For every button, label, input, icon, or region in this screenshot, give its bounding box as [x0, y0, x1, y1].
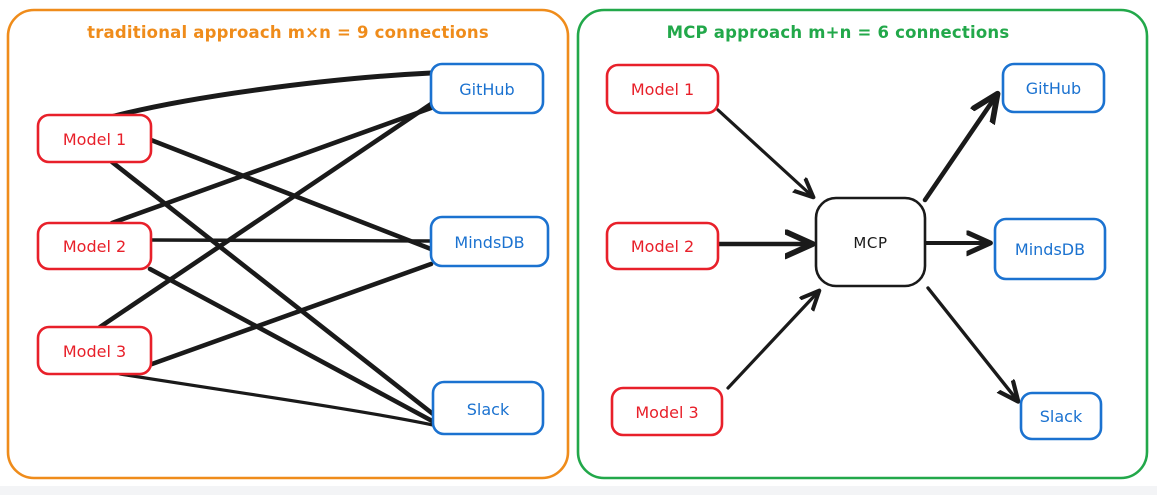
node-box — [1019, 391, 1103, 441]
node-box — [36, 221, 153, 271]
node-box — [429, 215, 550, 268]
node-r-slack[interactable]: Slack — [1019, 391, 1103, 441]
edge-mcp-slack — [926, 286, 1017, 400]
node-label: Model 2 — [63, 237, 126, 256]
node-label: MCP — [853, 234, 887, 252]
node-label: Model 3 — [635, 403, 698, 422]
panel-mcp-title: MCP approach m+n = 6 connections — [667, 23, 1010, 42]
node-label: MindsDB — [454, 233, 524, 252]
edge-model1-mindsdb — [148, 137, 434, 252]
edge-model3-slack — [118, 372, 435, 427]
edge-model2-slack — [147, 266, 437, 425]
node-l-mindsdb[interactable]: MindsDB — [429, 215, 550, 268]
node-l-model-3[interactable]: Model 3 — [36, 325, 153, 376]
node-l-model-1[interactable]: Model 1 — [36, 113, 153, 164]
edge-model1-mcp — [716, 108, 812, 196]
edge-model3-mcp — [726, 292, 818, 390]
edge-model2-mindsdb — [149, 238, 433, 243]
panel-traditional-title: traditional approach m×n = 9 connections — [87, 23, 489, 42]
edge-mcp-github — [922, 96, 996, 203]
node-box — [814, 196, 927, 288]
mcp-edges — [715, 96, 1017, 400]
edge-model1-github — [97, 70, 434, 123]
node-label: Model 1 — [631, 80, 694, 99]
node-label: GitHub — [1026, 79, 1081, 98]
node-box — [36, 325, 153, 376]
node-box — [605, 63, 720, 115]
node-label: Slack — [1040, 407, 1083, 426]
node-box — [993, 217, 1107, 281]
node-box — [431, 380, 545, 436]
node-l-github[interactable]: GitHub — [429, 62, 545, 115]
node-label: Model 2 — [631, 237, 694, 256]
node-box — [610, 386, 724, 437]
node-label: GitHub — [459, 80, 514, 99]
node-r-model-3[interactable]: Model 3 — [610, 386, 724, 437]
node-r-mindsdb[interactable]: MindsDB — [993, 217, 1107, 281]
node-r-model-2[interactable]: Model 2 — [605, 221, 720, 271]
edge-model3-github — [97, 101, 434, 330]
node-box — [36, 113, 153, 164]
node-label: Model 1 — [63, 130, 126, 149]
traditional-edges — [97, 70, 437, 427]
node-box — [429, 62, 545, 115]
node-label: Model 3 — [63, 342, 126, 361]
edge-model3-mindsdb — [149, 261, 434, 367]
page-bottom-strip — [0, 486, 1157, 495]
node-r-github[interactable]: GitHub — [1001, 62, 1106, 114]
node-l-model-2[interactable]: Model 2 — [36, 221, 153, 271]
panel-mcp: MCP approach m+n = 6 connections Model 1 — [576, 8, 1149, 480]
node-label: Slack — [467, 400, 510, 419]
panel-traditional: traditional approach m×n = 9 connections — [6, 8, 570, 480]
edge-model2-github — [109, 105, 434, 226]
node-box — [605, 221, 720, 271]
node-r-mcp[interactable]: MCP — [814, 196, 927, 288]
node-l-slack[interactable]: Slack — [431, 380, 545, 436]
node-box — [1001, 62, 1106, 114]
node-label: MindsDB — [1015, 240, 1085, 259]
node-r-model-1[interactable]: Model 1 — [605, 63, 720, 115]
